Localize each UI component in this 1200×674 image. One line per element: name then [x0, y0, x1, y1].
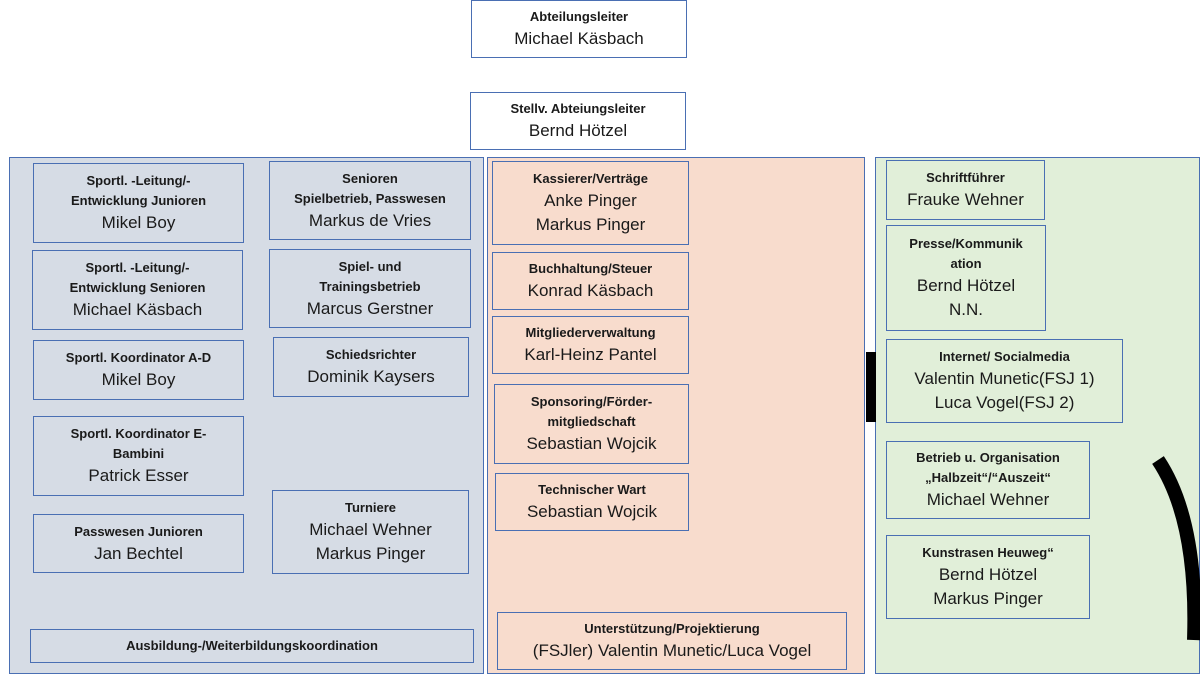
- deputy-box: Stellv. Abteiungsleiter Bernd Hötzel: [470, 92, 686, 150]
- role-name: Michael Wehner Markus Pinger: [309, 520, 432, 563]
- role-title: Sportl. -Leitung/- Entwicklung Junioren: [70, 173, 207, 208]
- role-internet: Internet/ Socialmedia Valentin Munetic(F…: [886, 339, 1123, 423]
- role-sponsoring: Sponsoring/Förder- mitgliedschaft Sebast…: [494, 384, 689, 464]
- role-title: Turniere: [344, 500, 397, 515]
- role-buchhaltung: Buchhaltung/Steuer Konrad Käsbach: [492, 252, 689, 310]
- role-name: Anke Pinger Markus Pinger: [535, 191, 646, 234]
- role-name: Marcus Gerstner: [306, 298, 434, 318]
- head-title: Abteilungsleiter: [529, 9, 629, 24]
- role-title: Senioren Spielbetrieb, Passwesen: [294, 170, 446, 206]
- role-title: Buchhaltung/Steuer: [528, 261, 653, 276]
- role-senioren-leitung: Sportl. -Leitung/- Entwicklung Senioren …: [32, 250, 243, 330]
- role-name: Sebastian Wojcik: [526, 434, 657, 453]
- role-mitgliederverwaltung: Mitgliederverwaltung Karl-Heinz Pantel: [492, 316, 689, 374]
- role-spiel-trainingsbetrieb: Spiel- und Trainingsbetrieb Marcus Gerst…: [269, 249, 471, 328]
- role-name: Markus de Vries: [308, 210, 432, 230]
- head-name: Michael Käsbach: [514, 29, 644, 48]
- role-ausbildung: Ausbildung-/Weiterbildungskoordination: [30, 629, 474, 663]
- role-name: Sebastian Wojcik: [526, 502, 658, 521]
- role-name: Karl-Heinz Pantel: [524, 345, 657, 364]
- role-title: Sportl. -Leitung/- Entwicklung Senioren: [69, 260, 206, 295]
- role-name: Mikel Boy: [101, 370, 176, 389]
- middle-panel: [487, 157, 865, 674]
- role-name: Frauke Wehner: [907, 190, 1024, 209]
- role-title: Sportl. Koordinator A-D: [65, 350, 212, 365]
- role-betrieb: Betrieb u. Organisation „Halbzeit“/“Ausz…: [886, 441, 1090, 519]
- role-kunstrasen: Kunstrasen Heuweg“ Bernd Hötzel Markus P…: [886, 535, 1090, 619]
- role-name: Jan Bechtel: [94, 543, 183, 563]
- deputy-name: Bernd Hötzel: [528, 121, 628, 140]
- role-name: Michael Wehner: [926, 490, 1050, 509]
- role-koordinator-e: Sportl. Koordinator E- Bambini Patrick E…: [33, 416, 244, 496]
- role-name: Michael Käsbach: [72, 300, 203, 319]
- role-title: Sponsoring/Förder- mitgliedschaft: [530, 394, 653, 429]
- head-box: Abteilungsleiter Michael Käsbach: [471, 0, 687, 58]
- background-graphic: [1152, 456, 1200, 641]
- role-name: Konrad Käsbach: [527, 281, 654, 300]
- role-title: Kunstrasen Heuweg“: [922, 545, 1054, 560]
- role-kassierer: Kassierer/Verträge Anke Pinger Markus Pi…: [492, 161, 689, 245]
- role-name: Dominik Kaysers: [307, 367, 435, 386]
- role-title: Spiel- und Trainingsbetrieb: [319, 258, 421, 294]
- role-schiedsrichter: Schiedsrichter Dominik Kaysers: [273, 337, 469, 397]
- role-junioren-leitung: Sportl. -Leitung/- Entwicklung Junioren …: [33, 163, 244, 243]
- role-title: Passwesen Junioren: [74, 523, 203, 539]
- role-name: Patrick Esser: [88, 466, 189, 485]
- role-name: Mikel Boy: [101, 213, 176, 232]
- deputy-title: Stellv. Abteiungsleiter: [510, 101, 646, 116]
- role-title: Kassierer/Verträge: [533, 171, 648, 186]
- left-panel: [9, 157, 484, 674]
- role-title: Schiedsrichter: [325, 347, 417, 362]
- role-schriftfuehrer: Schriftführer Frauke Wehner: [886, 160, 1045, 220]
- background-graphic-mark: [866, 352, 876, 422]
- role-unterstuetzung: Unterstützung/Projektierung (FSJler) Val…: [497, 612, 847, 670]
- role-name: (FSJler) Valentin Munetic/Luca Vogel: [532, 641, 812, 660]
- role-presse: Presse/Kommunik ation Bernd Hötzel N.N.: [886, 225, 1046, 331]
- role-title: Betrieb u. Organisation „Halbzeit“/“Ausz…: [916, 450, 1060, 485]
- role-title: Presse/Kommunik ation: [909, 236, 1023, 271]
- role-title: Mitgliederverwaltung: [525, 325, 656, 340]
- role-name: Valentin Munetic(FSJ 1) Luca Vogel(FSJ 2…: [914, 369, 1095, 412]
- role-passwesen-junioren: Passwesen Junioren Jan Bechtel: [33, 514, 244, 573]
- role-title: Ausbildung-/Weiterbildungskoordination: [126, 638, 378, 653]
- role-title: Technischer Wart: [538, 482, 646, 497]
- role-title: Internet/ Socialmedia: [939, 349, 1070, 364]
- role-technischer-wart: Technischer Wart Sebastian Wojcik: [495, 473, 689, 531]
- role-title: Sportl. Koordinator E- Bambini: [70, 426, 207, 461]
- role-title: Unterstützung/Projektierung: [584, 621, 760, 636]
- role-name: Bernd Hötzel N.N.: [916, 276, 1016, 319]
- role-senioren-spielbetrieb: Senioren Spielbetrieb, Passwesen Markus …: [269, 161, 471, 240]
- role-koordinator-ad: Sportl. Koordinator A-D Mikel Boy: [33, 340, 244, 400]
- role-title: Schriftführer: [926, 170, 1005, 185]
- role-turniere: Turniere Michael Wehner Markus Pinger: [272, 490, 469, 574]
- role-name: Bernd Hötzel Markus Pinger: [933, 565, 1043, 608]
